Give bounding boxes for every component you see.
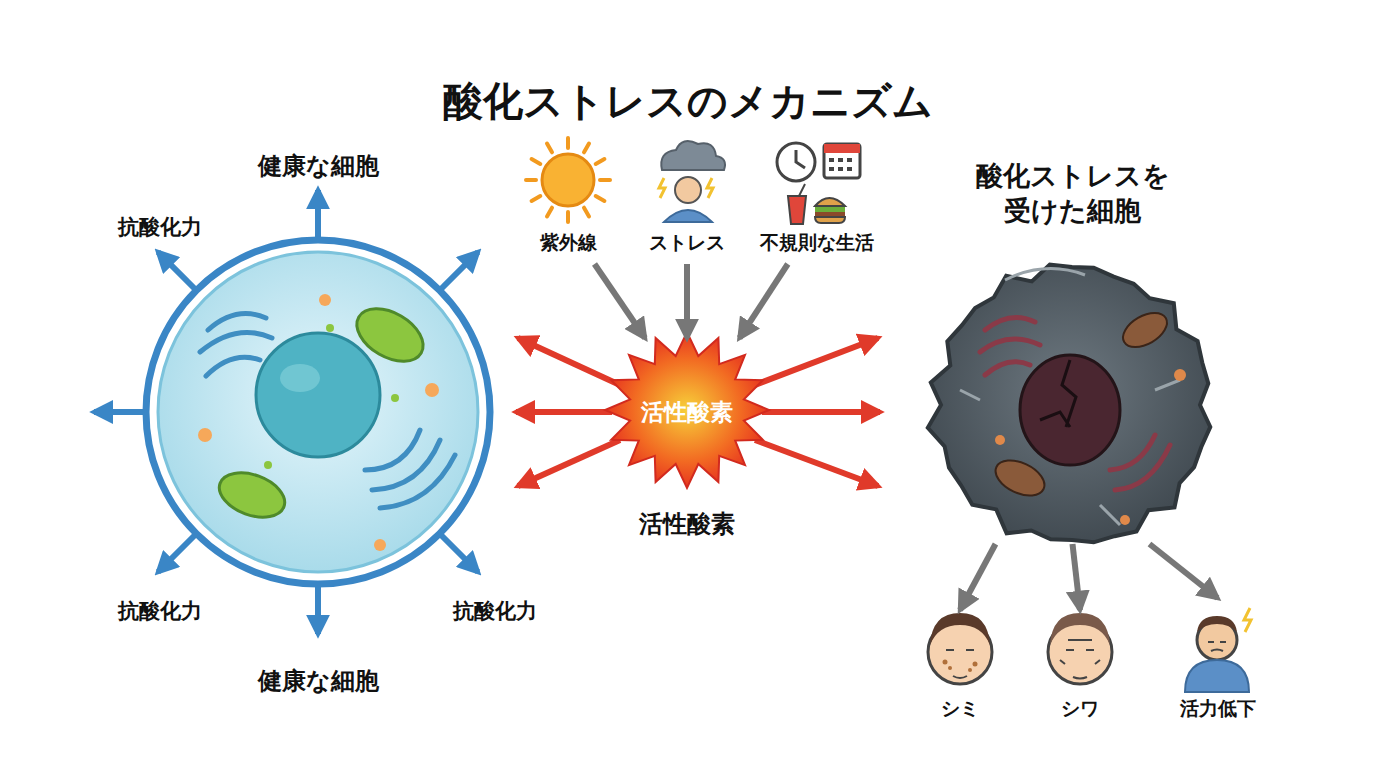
node-label: ストレス xyxy=(649,230,725,256)
fatigue-icon xyxy=(1185,608,1251,692)
text-label: 抗酸化力 xyxy=(453,597,537,625)
icon-node: 紫外線 xyxy=(515,140,621,260)
damaged-cell xyxy=(928,265,1211,543)
starburst xyxy=(605,332,769,488)
node-label: シミ xyxy=(941,696,979,722)
connector-arrow xyxy=(740,264,788,338)
node-label: 活力低下 xyxy=(1180,696,1256,722)
icon-node: 不規則な生活 xyxy=(744,140,890,260)
icon-node: 活力低下 xyxy=(1160,600,1275,724)
node-label: 酸化ストレスを 受けた細胞 xyxy=(973,158,1173,228)
connector-arrow xyxy=(1150,544,1218,598)
title: 酸化ストレスのメカニズム xyxy=(443,74,933,129)
text-label: 抗酸化力 xyxy=(118,213,202,241)
node-label: 活性酸素 xyxy=(641,397,733,428)
stress-icon xyxy=(659,141,725,222)
text-label: 健康な細胞 xyxy=(258,665,379,697)
node-label: シワ xyxy=(1061,696,1099,722)
connector-arrow xyxy=(684,264,690,338)
text-label: 活性酸素 xyxy=(639,508,735,540)
sun-icon xyxy=(526,138,610,222)
connector-arrow xyxy=(595,264,646,338)
text-label: 抗酸化力 xyxy=(118,597,202,625)
spots-face xyxy=(928,613,992,684)
icon-node: シワ xyxy=(1035,612,1125,724)
radical-burst: 活性酸素 xyxy=(612,340,762,485)
node-label: 紫外線 xyxy=(540,230,597,256)
damaged-cell-node: 酸化ストレスを 受けた細胞 xyxy=(935,150,1210,540)
icon-node: ストレス xyxy=(634,140,740,260)
healthy-cell xyxy=(146,240,490,584)
wrinkles-face xyxy=(1048,613,1112,684)
connector-arrow xyxy=(1073,544,1081,610)
connector-arrow xyxy=(960,544,996,610)
node-label: 不規則な生活 xyxy=(760,230,874,256)
text-label: 健康な細胞 xyxy=(258,150,379,182)
lifestyle-icon xyxy=(777,143,860,224)
icon-node: シミ xyxy=(915,612,1005,724)
